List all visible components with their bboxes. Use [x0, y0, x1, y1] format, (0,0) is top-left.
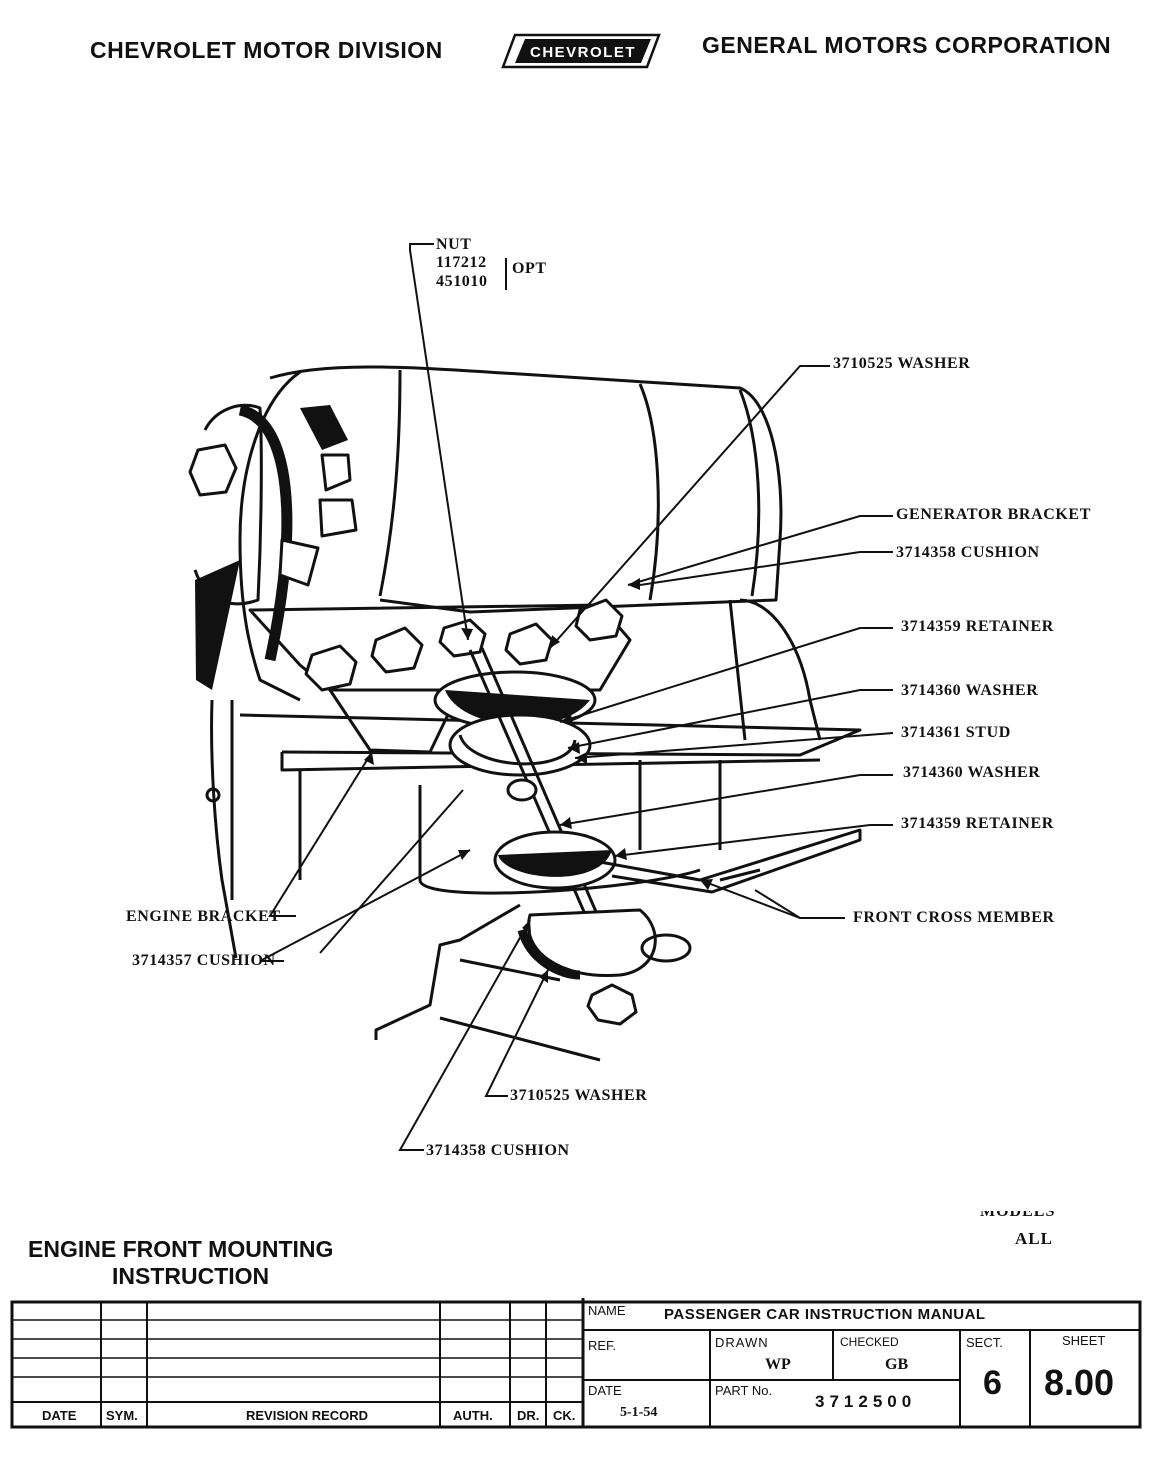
corporation-name: GENERAL MOTORS CORPORATION: [702, 32, 1112, 58]
sect-value: 6: [983, 1364, 1002, 1402]
drawn-label: DRAWN: [715, 1335, 769, 1350]
label-cushion-left: 3714357 CUSHION: [132, 952, 276, 969]
name-value: PASSENGER CAR INSTRUCTION MANUAL: [664, 1306, 986, 1323]
sect-label: SECT.: [966, 1335, 1003, 1350]
label-retainer-upper: 3714359 RETAINER: [901, 618, 1054, 635]
chevrolet-bowtie-logo: CHEVROLET: [501, 33, 661, 69]
checked-value: GB: [885, 1356, 909, 1373]
drawing-title: ENGINE FRONT MOUNTING INSTRUCTION: [28, 1236, 333, 1290]
division-name: CHEVROLET MOTOR DIVISION: [90, 37, 443, 63]
name-label: NAME: [588, 1303, 626, 1318]
rev-header-auth: AUTH.: [453, 1408, 493, 1423]
rev-header-revision-record: REVISION RECORD: [246, 1408, 369, 1423]
logo-text: CHEVROLET: [530, 44, 636, 61]
models-label: MODELS: [980, 1203, 1056, 1220]
title-line-1: ENGINE FRONT MOUNTING: [28, 1236, 334, 1262]
label-engine-bracket: ENGINE BRACKET: [126, 908, 281, 925]
models-value: ALL: [1015, 1229, 1053, 1248]
date-value: 5-1-54: [620, 1405, 658, 1420]
rev-header-ck: CK.: [553, 1408, 576, 1423]
label-stud: 3714361 STUD: [901, 724, 1011, 741]
label-front-cross-member: FRONT CROSS MEMBER: [853, 909, 1055, 926]
label-washer-top: 3710525 WASHER: [833, 355, 971, 372]
label-washer-upper: 3714360 WASHER: [901, 682, 1039, 699]
label-nut-part-2: 451010: [436, 273, 488, 290]
label-washer-lower: 3714360 WASHER: [903, 764, 1041, 781]
drawn-value: WP: [765, 1356, 791, 1373]
label-cushion-upper: 3714358 CUSHION: [896, 544, 1040, 561]
rev-header-sym: SYM.: [106, 1408, 138, 1423]
title-line-2: INSTRUCTION: [112, 1263, 270, 1289]
label-nut-part-1: 117212: [436, 254, 487, 271]
ref-label: REF.: [588, 1338, 617, 1353]
label-nut: NUT: [436, 236, 472, 253]
checked-label: CHECKED: [840, 1335, 899, 1349]
date-label: DATE: [588, 1383, 622, 1398]
rev-header-date: DATE: [42, 1408, 77, 1423]
sheet-value: 8.00: [1044, 1362, 1115, 1403]
label-nut-opt: OPT: [512, 260, 547, 277]
sheet-label: SHEET: [1062, 1333, 1106, 1348]
rev-header-dr: DR.: [517, 1408, 540, 1423]
label-retainer-lower: 3714359 RETAINER: [901, 815, 1054, 832]
label-generator-bracket: GENERATOR BRACKET: [896, 506, 1091, 523]
part-label: PART No.: [715, 1383, 773, 1398]
part-value: 3712500: [815, 1392, 917, 1411]
label-washer-bottom: 3710525 WASHER: [510, 1087, 648, 1104]
label-cushion-bottom: 3714358 CUSHION: [426, 1142, 570, 1159]
